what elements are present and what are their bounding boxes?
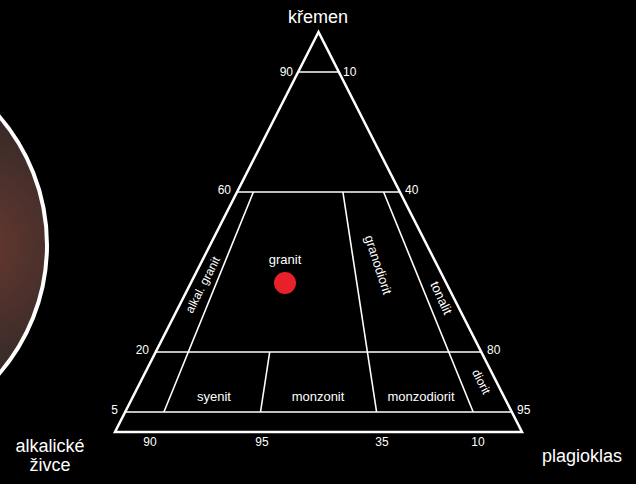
scale-number: 95 xyxy=(255,436,268,449)
scale-number: 10 xyxy=(343,66,356,79)
scale-number: 10 xyxy=(471,436,484,449)
triangle-outline xyxy=(115,32,522,432)
field-name: syenit xyxy=(197,390,231,404)
scale-number: 90 xyxy=(280,66,293,79)
field-boundary xyxy=(343,192,377,412)
field-boundary xyxy=(261,352,270,412)
scale-number: 95 xyxy=(517,404,530,417)
field-boundary xyxy=(164,192,254,412)
field-name: alkal. granit xyxy=(183,255,222,315)
field-name: granit xyxy=(269,253,302,267)
scale-number: 60 xyxy=(218,184,231,197)
field-name: granodiorit xyxy=(362,234,394,297)
field-boundary xyxy=(237,191,400,193)
field-name: monzodiorit xyxy=(387,390,454,404)
field-name: tonalit xyxy=(427,279,454,316)
field-boundary xyxy=(384,192,474,412)
scale-number: 40 xyxy=(405,184,418,197)
scale-number: 80 xyxy=(487,344,500,357)
apex-label: křemen xyxy=(288,8,348,27)
apex-label: plagioklas xyxy=(542,447,622,466)
field-boundary xyxy=(298,71,339,73)
scale-number: 20 xyxy=(136,344,149,357)
apex-label: alkalické živce xyxy=(4,437,96,475)
sample-dot xyxy=(274,272,296,294)
rock-photo xyxy=(0,48,47,442)
field-name: monzonit xyxy=(292,390,345,404)
scale-number: 90 xyxy=(143,436,156,449)
field-boundary xyxy=(156,351,482,353)
field-boundary xyxy=(125,411,512,413)
scale-number: 35 xyxy=(375,436,388,449)
field-name: diorit xyxy=(469,368,492,397)
scale-number: 5 xyxy=(111,404,118,417)
